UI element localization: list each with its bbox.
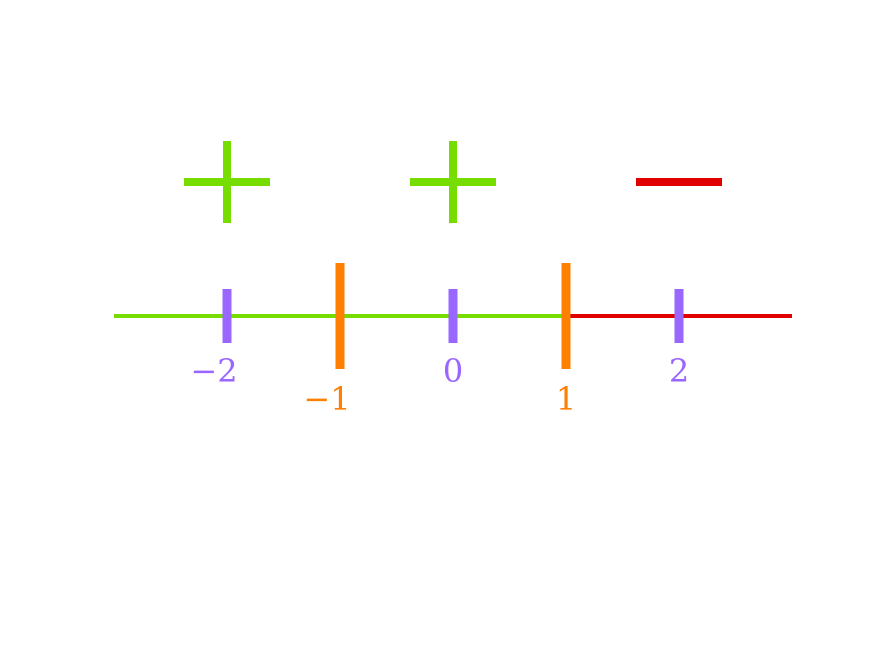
integer-tick-label: −2 <box>190 352 237 390</box>
boundary-tick-label: 1 <box>556 380 576 418</box>
tick-labels: −2 0 2 −1 1 <box>190 352 689 418</box>
plus-sign-icon <box>410 141 496 223</box>
plus-sign-icon <box>184 141 270 223</box>
integer-tick-label: 2 <box>669 352 689 390</box>
integer-tick-label: 0 <box>443 352 463 390</box>
tick-marks <box>222 263 684 369</box>
sign-markers <box>184 141 722 223</box>
boundary-tick-label: −1 <box>303 380 350 418</box>
